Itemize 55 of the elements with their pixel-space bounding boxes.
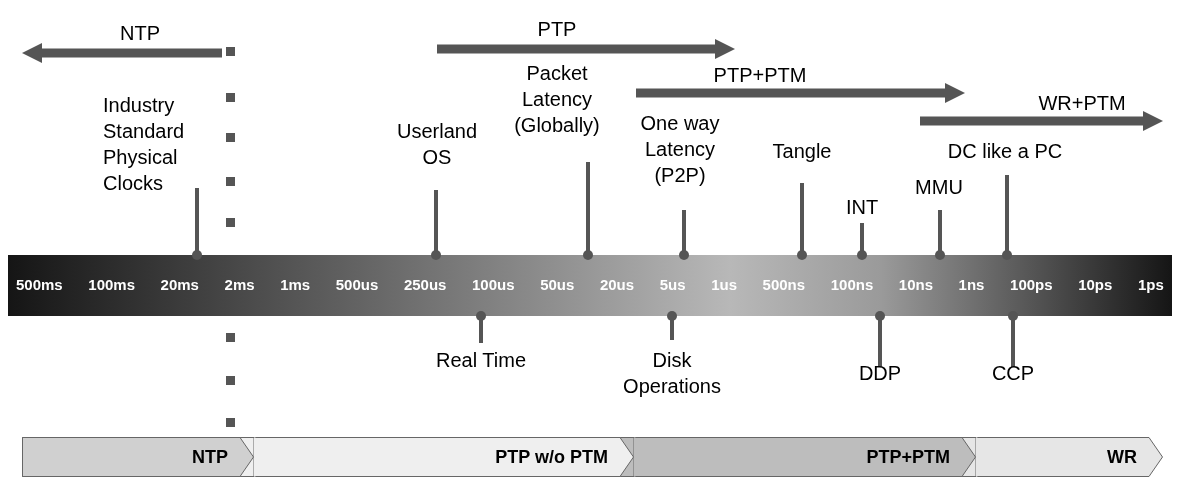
phase-label: PTP+PTM bbox=[866, 445, 950, 469]
annotation-label: DC like a PC bbox=[935, 138, 1075, 164]
leader-line bbox=[935, 210, 945, 260]
tick-label: 500ms bbox=[16, 275, 63, 296]
tick-label: 5us bbox=[659, 275, 686, 296]
phase-label: NTP bbox=[192, 445, 228, 469]
tick-label: 500ns bbox=[762, 275, 806, 296]
leader-line bbox=[476, 311, 486, 343]
tick-label: 10ns bbox=[898, 275, 934, 296]
tick-label: 100ps bbox=[1010, 275, 1053, 296]
range-label: WR+PTM bbox=[1038, 91, 1126, 116]
annotation-label: CCP bbox=[983, 360, 1043, 386]
annotation-label: Industry Standard Physical Clocks bbox=[103, 92, 213, 196]
tick-label: 1ps bbox=[1137, 275, 1164, 296]
tick-label: 1us bbox=[711, 275, 737, 296]
tick-label: 20us bbox=[599, 275, 635, 296]
phase-segment bbox=[634, 437, 976, 477]
phase-segment bbox=[976, 437, 1163, 477]
tick-label: 10ps bbox=[1078, 275, 1113, 296]
annotation-label: Userland OS bbox=[387, 118, 487, 170]
phase-segment bbox=[22, 437, 254, 477]
leader-line bbox=[431, 190, 441, 260]
phase-label: WR bbox=[1107, 445, 1137, 469]
tick-label: 100ns bbox=[830, 275, 874, 296]
leader-line bbox=[857, 223, 867, 260]
leader-line bbox=[1002, 175, 1012, 260]
tick-label: 500us bbox=[335, 275, 379, 296]
annotation-label: DDP bbox=[850, 360, 910, 386]
tick-label: 20ms bbox=[160, 275, 199, 296]
tick-label: 2ms bbox=[224, 275, 255, 296]
annotation-label: Disk Operations bbox=[612, 347, 732, 399]
leader-line bbox=[192, 188, 202, 260]
leader-line bbox=[1008, 311, 1018, 367]
tick-label: 1ns bbox=[958, 275, 985, 296]
annotation-label: One way Latency (P2P) bbox=[625, 110, 735, 188]
tick-label: 1ms bbox=[280, 275, 311, 296]
range-label: PTP bbox=[537, 17, 577, 42]
annotation-label: MMU bbox=[909, 174, 969, 200]
phase-segment bbox=[254, 437, 634, 477]
tick-label: 100ms bbox=[88, 275, 135, 296]
range-label: NTP bbox=[120, 21, 160, 46]
range-label: PTP+PTM bbox=[713, 63, 807, 88]
tick-label: 250us bbox=[403, 275, 447, 296]
leader-line bbox=[679, 210, 689, 260]
phase-label: PTP w/o PTM bbox=[495, 445, 608, 469]
leader-line bbox=[797, 183, 807, 260]
annotation-label: Real Time bbox=[421, 347, 541, 373]
annotation-label: Packet Latency (Globally) bbox=[497, 60, 617, 138]
tick-label: 100us bbox=[472, 275, 515, 296]
leader-line bbox=[667, 311, 677, 340]
leader-line bbox=[875, 311, 885, 367]
leader-line bbox=[583, 162, 593, 260]
tick-label: 50us bbox=[540, 275, 575, 296]
annotation-label: INT bbox=[837, 194, 887, 220]
annotation-label: Tangle bbox=[762, 138, 842, 164]
